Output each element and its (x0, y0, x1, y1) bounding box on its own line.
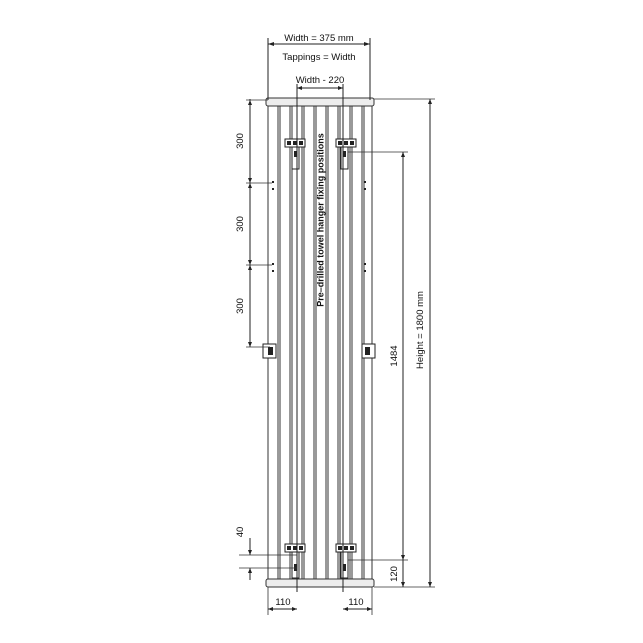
radiator-body (265, 97, 375, 588)
radiator-tube (303, 105, 315, 580)
wall-bracket-right (361, 343, 376, 359)
spacing-label-3: 300 (235, 298, 246, 314)
inner-width-label: Width - 220 (296, 75, 345, 86)
inner-width-dimension: Width - 220 (296, 75, 345, 592)
spacing-label-2: 300 (235, 216, 246, 232)
radiator-tubes (267, 105, 373, 580)
side-offset-dimensions: 110 110 (267, 587, 373, 615)
bottom-offset-dimension: 40 (235, 527, 297, 580)
radiator-tube (327, 105, 339, 580)
width-dimension: Width = 375 mm Tappings = Width (267, 33, 371, 100)
height-label: Height = 1800 mm (415, 291, 426, 369)
width-label: Width = 375 mm (284, 33, 354, 44)
tapping-top-left (284, 138, 306, 170)
wall-bracket-left (262, 343, 277, 359)
radiator-top-cap (265, 97, 375, 107)
fixing-positions-note: Pre–drilled towel hanger fixing position… (315, 133, 325, 307)
radiator-tube (267, 105, 279, 580)
radiator-tube (315, 105, 327, 580)
left-offset-label: 110 (275, 597, 290, 608)
radiator-tube (279, 105, 291, 580)
tapping-top-right (335, 138, 357, 170)
bracket-centres-dimension: 1484 (348, 151, 408, 561)
base-height-label: 120 (389, 566, 400, 582)
fixing-spacing-dimensions: 300 300 300 (235, 99, 272, 348)
base-height-dimension: 120 (389, 560, 405, 587)
connection-body (340, 146, 349, 170)
fixing-dots (272, 181, 366, 272)
bracket-centres-label: 1484 (389, 345, 400, 366)
right-offset-label: 110 (348, 597, 363, 608)
radiator-tube (363, 105, 373, 580)
tappings-label: Tappings = Width (282, 52, 355, 63)
connection-body (291, 146, 300, 170)
tapping-bottom-left (284, 543, 306, 579)
radiator-tube (351, 105, 363, 580)
radiator-bottom-cap (265, 578, 375, 588)
spacing-label-1: 300 (235, 133, 246, 149)
radiator-tube (339, 105, 351, 580)
bottom-offset-label: 40 (235, 527, 246, 538)
tapping-bottom-right (335, 543, 357, 579)
height-dimension: Height = 1800 mm (374, 98, 435, 588)
